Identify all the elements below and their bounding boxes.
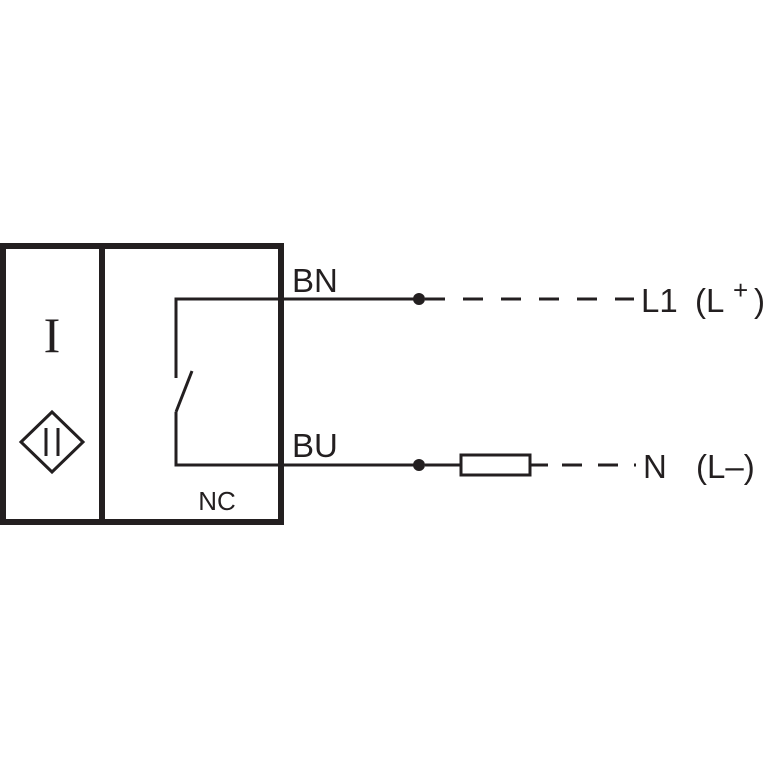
positive-terminal-paren: (L (695, 282, 724, 319)
nc-contact-switch (174, 297, 283, 467)
positive-terminal-paren-close: ) (754, 282, 765, 319)
positive-terminal-sign: + (733, 275, 748, 305)
resistor-load-icon (459, 453, 532, 477)
blue-wire-junction-dot (413, 459, 425, 471)
sensor-housing (0, 243, 284, 525)
function-symbol: I (44, 307, 61, 363)
blue-wire-label: BU (292, 427, 338, 464)
sensor-body-outline (0, 243, 284, 525)
negative-terminal-label: N (643, 448, 667, 485)
output-type-label: NC (198, 486, 236, 516)
brown-wire-junction-dot (413, 293, 425, 305)
positive-terminal-label: L1 (641, 282, 678, 319)
inductive-sensor-icon (18, 409, 86, 475)
brown-wire-label: BN (292, 262, 338, 299)
negative-terminal-paren: (L–) (696, 448, 755, 485)
